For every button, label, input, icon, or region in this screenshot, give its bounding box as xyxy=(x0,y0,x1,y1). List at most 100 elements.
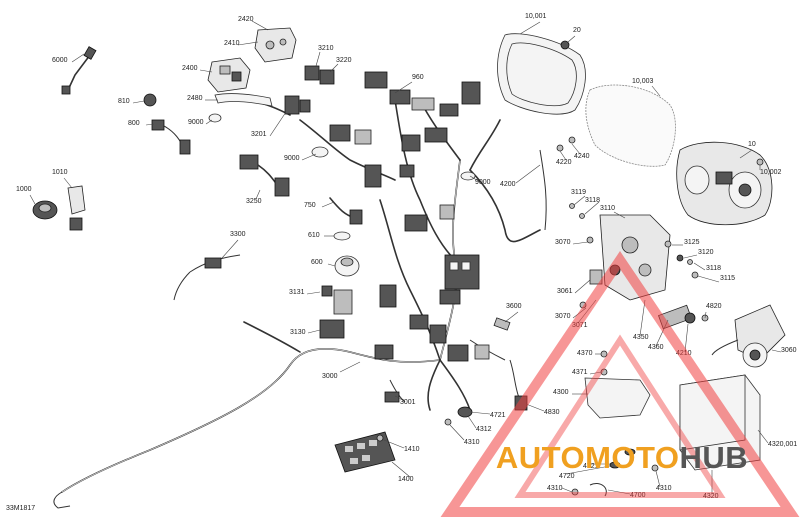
leader-line xyxy=(307,329,321,334)
part-label-10003: 10,003 xyxy=(632,78,654,85)
leader-line xyxy=(771,349,782,353)
leader-line xyxy=(394,81,413,94)
leader-line xyxy=(504,311,519,323)
part-label-3118b: 3118 xyxy=(706,265,721,272)
part-label-3130: 3130 xyxy=(290,329,306,336)
part-label-3118a: 3118 xyxy=(585,197,600,204)
leader-line xyxy=(315,51,321,67)
component-2410-switch-housing xyxy=(254,27,297,63)
part-label-3000: 3000 xyxy=(322,373,338,380)
leader-line xyxy=(684,323,689,353)
leader-line xyxy=(561,487,573,493)
part-label-3115: 3115 xyxy=(720,275,735,282)
part-label-600: 600 xyxy=(311,259,323,266)
component-610-ring xyxy=(333,231,351,241)
part-label-3070b: 3070 xyxy=(555,313,571,320)
leader-line xyxy=(301,153,317,161)
component-4220-4240-bolts xyxy=(556,136,576,152)
component-3131-fuse-holder xyxy=(321,285,353,315)
leader-line xyxy=(469,175,481,183)
part-label-1400: 1400 xyxy=(398,476,414,483)
leader-line xyxy=(573,195,586,206)
component-3130-relay-block xyxy=(319,319,345,339)
part-label-4240: 4240 xyxy=(574,153,590,160)
leader-line xyxy=(704,311,707,319)
part-label-4350: 4350 xyxy=(633,334,649,341)
leader-line xyxy=(469,411,491,415)
part-label-3220: 3220 xyxy=(336,57,352,64)
part-label-1010: 1010 xyxy=(52,169,68,176)
part-label-3120: 3120 xyxy=(698,249,714,256)
part-label-610: 610 xyxy=(308,232,320,239)
leader-line xyxy=(71,53,85,63)
leader-line xyxy=(251,20,269,31)
part-label-6000: 6000 xyxy=(52,57,68,64)
part-label-3125: 3125 xyxy=(684,239,700,246)
component-1400-control-module xyxy=(334,431,396,473)
component-10003-lens xyxy=(585,84,676,167)
part-label-4300: 4300 xyxy=(553,389,569,396)
part-label-960: 960 xyxy=(412,74,424,81)
part-label-4721b: 4721 xyxy=(583,463,599,470)
component-1000-ignition-switch xyxy=(32,200,58,220)
component-4312-grommet xyxy=(457,406,473,418)
component-4310-bolt xyxy=(444,418,452,426)
leader-line xyxy=(327,263,336,267)
part-label-3110: 3110 xyxy=(600,205,615,212)
component-3250-connector xyxy=(239,154,290,197)
part-label-3060: 3060 xyxy=(781,347,797,354)
leader-line xyxy=(255,189,261,200)
part-label-4312: 4312 xyxy=(476,426,492,433)
leader-line xyxy=(339,361,361,373)
component-10-gauge-cluster xyxy=(676,141,773,226)
leader-line xyxy=(607,489,631,495)
part-label-4320001: 4320,001 xyxy=(768,441,797,448)
part-label-3300: 3300 xyxy=(230,231,246,238)
watermark-triangle-inner xyxy=(514,334,726,498)
leader-line xyxy=(651,85,661,97)
part-label-20: 20 xyxy=(573,27,581,34)
component-960-connector-bank xyxy=(364,71,481,117)
leader-line xyxy=(589,371,602,375)
leader-line xyxy=(145,123,155,126)
watermark-triangle xyxy=(440,251,800,517)
component-800-sensor-harness xyxy=(151,119,191,155)
leader-line xyxy=(269,111,287,137)
leader-line xyxy=(221,239,239,259)
leader-line xyxy=(205,119,213,125)
leader-line xyxy=(565,465,611,475)
component-4700-strap xyxy=(589,482,607,497)
component-3118-3119-screws xyxy=(569,203,693,265)
part-label-4200: 4200 xyxy=(500,181,516,188)
component-3600-sensor xyxy=(493,317,511,331)
leader-line xyxy=(639,299,646,337)
watermark-text-automoto: AUTOMOTO xyxy=(496,440,680,475)
part-label-3600: 3600 xyxy=(506,303,522,310)
part-label-750: 750 xyxy=(304,202,316,209)
part-label-1000: 1000 xyxy=(16,186,32,193)
component-810-plug xyxy=(143,93,157,107)
leader-line xyxy=(29,194,36,205)
watermark: AUTOMOTOHUB xyxy=(440,251,800,517)
part-label-2420: 2420 xyxy=(238,16,254,23)
part-label-4310c: 4310 xyxy=(656,485,672,492)
harness-connectors xyxy=(329,124,490,362)
component-2400-switch-block xyxy=(207,57,251,93)
component-4310-bolts-lower xyxy=(571,464,659,496)
part-label-3250: 3250 xyxy=(246,198,262,205)
part-label-2480: 2480 xyxy=(187,95,203,102)
part-label-3131: 3131 xyxy=(289,289,305,296)
component-2480-grip-tube xyxy=(214,93,273,107)
leader-line xyxy=(757,429,769,444)
part-label-4721a: 4721 xyxy=(490,412,506,419)
component-750-harness-coil xyxy=(329,197,363,225)
part-label-3201: 3201 xyxy=(251,131,267,138)
leader-lines xyxy=(29,20,782,495)
leader-line xyxy=(525,403,545,412)
leader-line xyxy=(306,291,321,295)
component-4370-4371-bolts xyxy=(600,350,608,376)
component-3001-connector xyxy=(384,391,400,403)
leader-line xyxy=(574,279,591,294)
leader-line xyxy=(559,150,567,161)
